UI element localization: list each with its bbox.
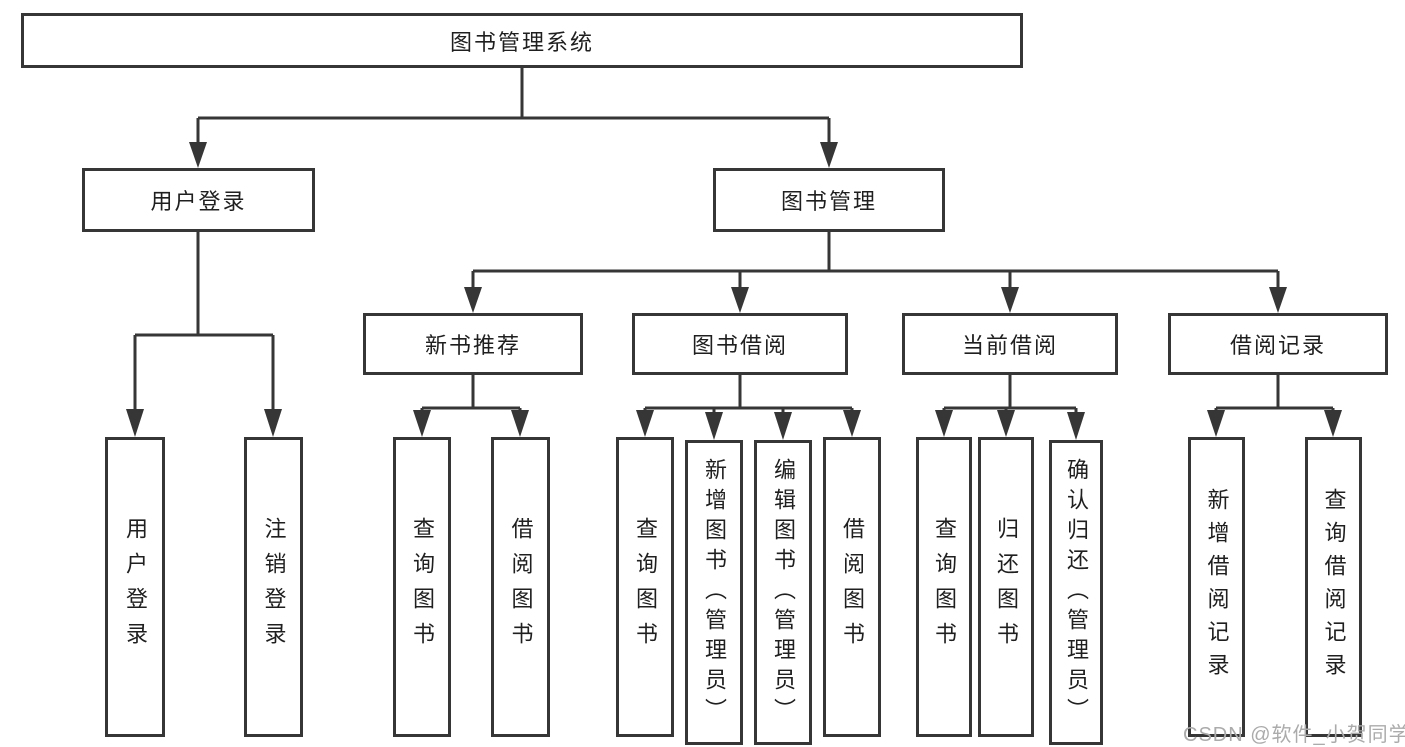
leaf-query-books-borrowing-label: 查询图书 <box>633 517 658 657</box>
node-borrowing-records-label: 借阅记录 <box>1229 333 1326 358</box>
node-root-label: 图书管理系统 <box>449 29 594 55</box>
leaf-query-books-borrowing: 查询图书 <box>616 437 674 737</box>
leaf-logout-label: 注销登录 <box>261 517 287 657</box>
leaf-query-borrow-record-label: 查询借阅记录 <box>1321 488 1347 686</box>
leaf-user-login: 用户登录 <box>105 437 165 737</box>
leaf-add-borrow-record: 新增借阅记录 <box>1188 437 1245 737</box>
leaf-add-books-admin: 新增图书（管理员） <box>685 440 743 745</box>
leaf-return-books-label: 归还图书 <box>994 517 1019 657</box>
leaf-add-borrow-record-label: 新增借阅记录 <box>1204 488 1230 686</box>
node-current-borrowing: 当前借阅 <box>902 313 1118 375</box>
leaf-query-borrow-record: 查询借阅记录 <box>1305 437 1362 737</box>
leaf-confirm-return-admin-label: 确认归还（管理员） <box>1064 457 1089 728</box>
node-book-management-label: 图书管理 <box>780 189 877 214</box>
node-book-management: 图书管理 <box>713 168 945 232</box>
leaf-borrow-books-borrowing-label: 借阅图书 <box>840 517 865 657</box>
leaf-edit-books-admin: 编辑图书（管理员） <box>754 440 812 745</box>
leaf-borrow-books-recommend-label: 借阅图书 <box>508 517 534 657</box>
node-borrowing-records: 借阅记录 <box>1168 313 1388 375</box>
node-book-borrowing-label: 图书借阅 <box>691 333 788 358</box>
node-new-book-recommend-label: 新书推荐 <box>424 333 521 358</box>
leaf-query-books-current: 查询图书 <box>916 437 972 737</box>
leaf-confirm-return-admin: 确认归还（管理员） <box>1049 440 1103 745</box>
leaf-add-books-admin-label: 新增图书（管理员） <box>702 457 727 728</box>
leaf-borrow-books-borrowing: 借阅图书 <box>823 437 881 737</box>
node-root: 图书管理系统 <box>21 13 1023 68</box>
node-user-login-label: 用户登录 <box>150 189 247 214</box>
watermark: CSDN @软件_小贺同学 <box>1183 724 1405 746</box>
leaf-user-login-label: 用户登录 <box>123 517 148 657</box>
node-current-borrowing-label: 当前借阅 <box>961 333 1058 358</box>
node-book-borrowing: 图书借阅 <box>632 313 848 375</box>
leaf-query-books-recommend-label: 查询图书 <box>410 517 435 657</box>
leaf-edit-books-admin-label: 编辑图书（管理员） <box>771 457 796 728</box>
node-new-book-recommend: 新书推荐 <box>363 313 583 375</box>
leaf-return-books: 归还图书 <box>978 437 1034 737</box>
node-user-login: 用户登录 <box>82 168 315 232</box>
leaf-query-books-current-label: 查询图书 <box>932 517 957 657</box>
leaf-borrow-books-recommend: 借阅图书 <box>491 437 550 737</box>
leaf-logout: 注销登录 <box>244 437 303 737</box>
leaf-query-books-recommend: 查询图书 <box>393 437 451 737</box>
